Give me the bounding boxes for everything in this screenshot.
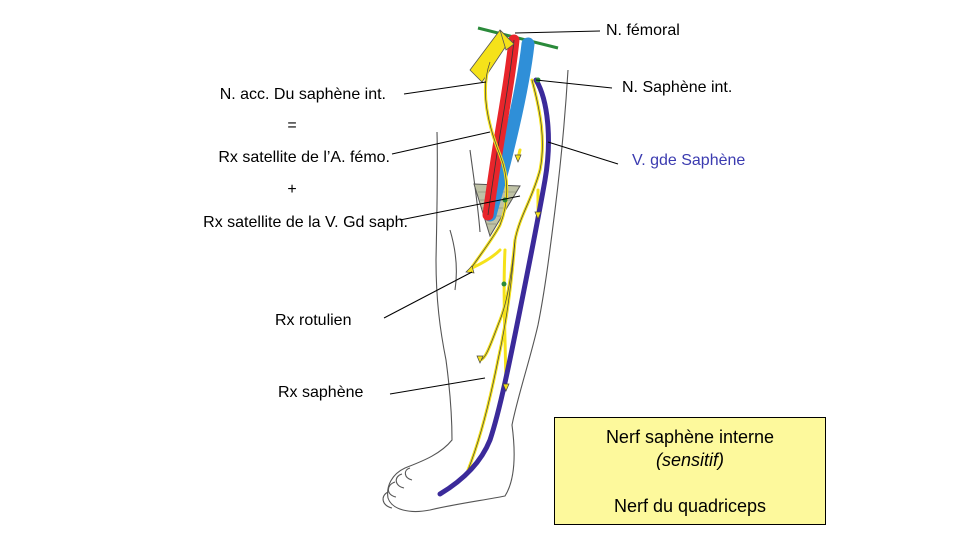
label-n-femoral: N. fémoral (606, 22, 680, 39)
label-rx-satellite-vein: Rx satellite de la V. Gd saph. (203, 214, 408, 231)
label-n-saphene-int: N. Saphène int. (622, 79, 733, 96)
label-n-acc-saphene: N. acc. Du saphène int. (219, 86, 386, 103)
label-rx-satellite-artery: Rx satellite de l’A. fémo. (218, 149, 390, 166)
great-saphenous-vein (437, 77, 551, 497)
leader-lines (383, 30, 619, 395)
summary-box: Nerf saphène interne (sensitif) Nerf du … (554, 417, 826, 525)
summary-line-2: (sensitif) (655, 450, 724, 470)
label-rx-rotulien: Rx rotulien (275, 312, 352, 329)
leg-outline (382, 69, 569, 513)
summary-line-3: Nerf du quadriceps (613, 496, 767, 516)
label-plus: + (287, 181, 297, 198)
femoral-nerve-stump-top (499, 29, 515, 51)
nerve-outlines (467, 61, 543, 471)
label-v-gde-saphene: V. gde Saphène (632, 152, 746, 169)
label-rx-saphene: Rx saphène (278, 384, 364, 401)
nerve-endings (465, 154, 542, 392)
label-equals: = (287, 117, 297, 134)
summary-line-1: Nerf saphène interne (605, 427, 775, 447)
